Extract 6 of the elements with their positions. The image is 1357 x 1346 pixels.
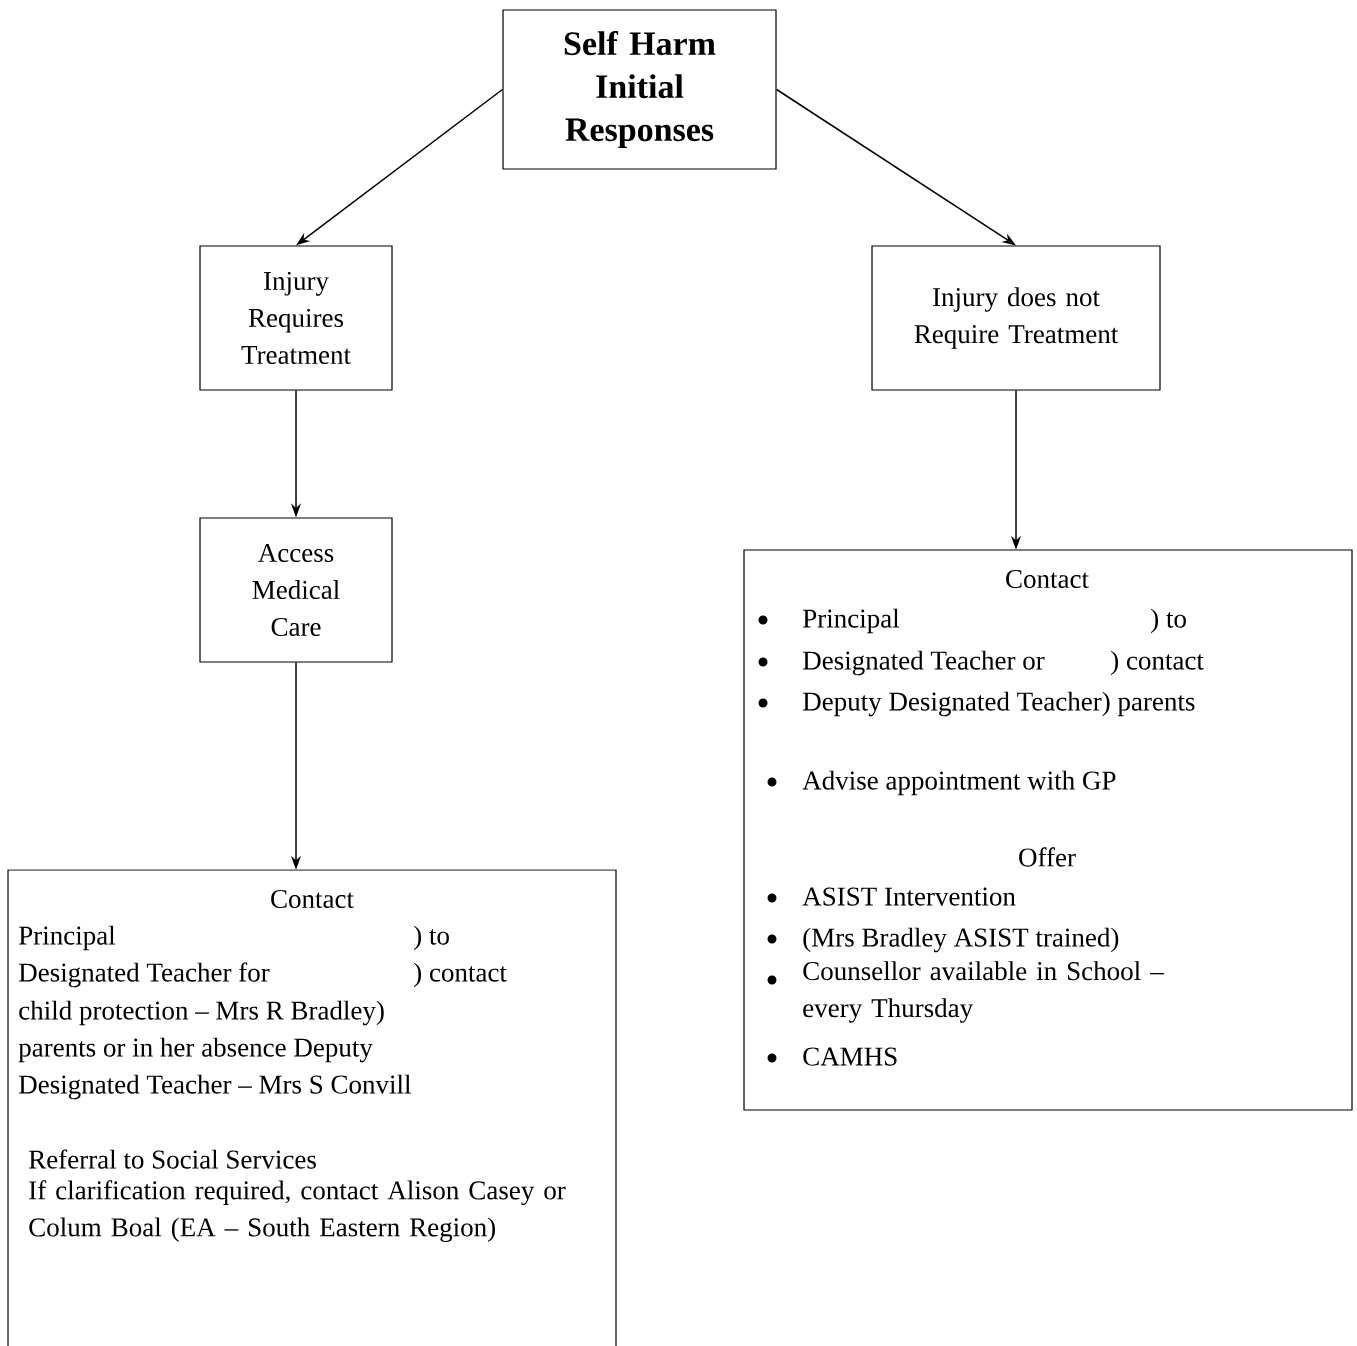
text-box: Contact Principal ) to Designated Teacher or ) contact Deputy Designated Teacher) parents Advise appointment with GP Offer ASIST Intervention (Mrs Bradley ASIST trained) Counsellor available in School – every Thursday CAMHS [743, 549, 1353, 1111]
process-box: Injury Requires Treatment [199, 245, 393, 391]
process-box: Injury does not Require Treatment [871, 245, 1161, 391]
process-box: Self Harm Initial Responses [502, 9, 777, 170]
text-box: Contact Principal ) to Designated Teacher for ) contact child protection – Mrs R Bradley) parents or in her absence Deputy Designated Teacher – Mrs S Convill Referral to Social Services If clarification required, contact Alison Casey or Colum Boal (EA – South Eastern Region) [7, 869, 617, 1346]
process-box: Access Medical Care [199, 517, 393, 663]
